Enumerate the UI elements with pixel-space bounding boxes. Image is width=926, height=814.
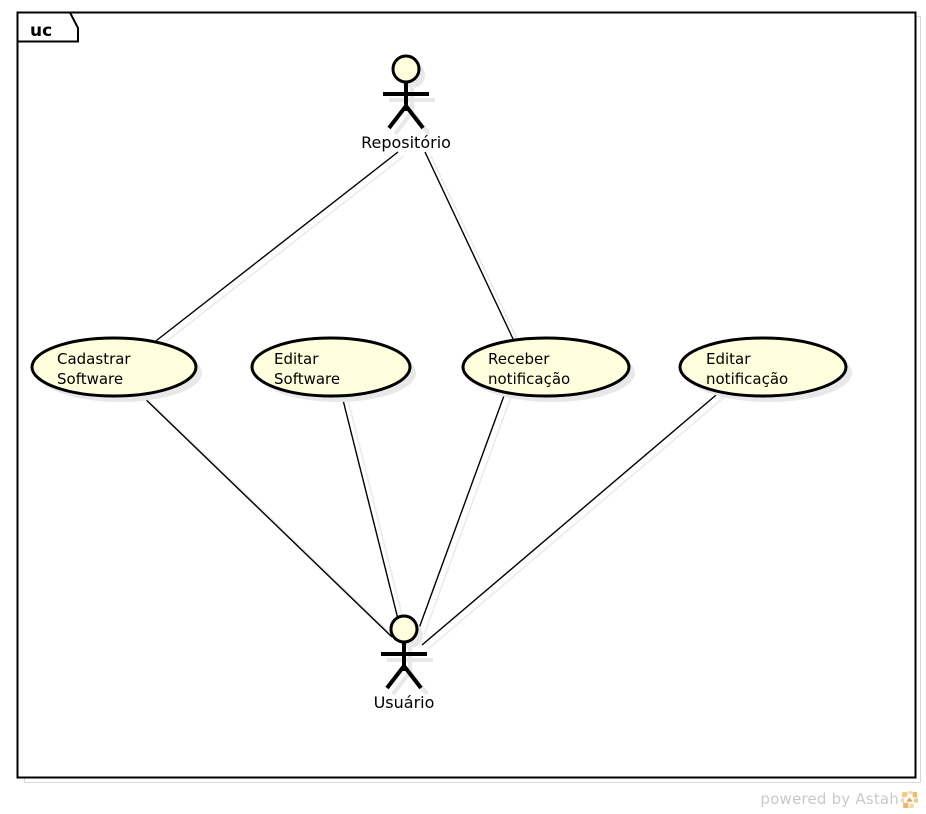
use-case-cadastrar-software[interactable]: Cadastrar Software	[30, 336, 202, 402]
association-shadow-editar-notificacao-usuario	[427, 393, 729, 650]
use-case-receber-notificacao[interactable]: Receber notificação	[461, 336, 635, 402]
diagram-frame: uc	[16, 11, 921, 783]
use-case-label-line1: Receber	[488, 350, 550, 368]
actor-label: Usuário	[374, 693, 435, 712]
actor-leg-right	[402, 664, 423, 690]
use-case-label-line2: Software	[274, 370, 340, 388]
use-case-label-line2: Software	[57, 370, 123, 388]
actor-label: Repositório	[361, 133, 451, 152]
association-editar-notificacao-usuario[interactable]	[421, 389, 723, 646]
associations	[137, 151, 723, 646]
association-repositorio-receber-notificacao[interactable]	[424, 151, 515, 342]
use-case-label-line1: Editar	[274, 350, 319, 368]
use-case-label-line2: notificação	[706, 370, 788, 388]
use-case-editar-software[interactable]: Editar Software	[250, 336, 416, 402]
use-case-editar-notificacao[interactable]: Editar notificação	[678, 336, 852, 402]
actor-usuario[interactable]: Usuário	[374, 614, 435, 712]
frame-label-tab	[16, 11, 79, 43]
association-repositorio-cadastrar-software[interactable]	[151, 151, 399, 345]
actor-leg-left	[387, 104, 408, 130]
use-case-ellipse	[250, 336, 412, 398]
frame-label-text: uc	[30, 21, 52, 41]
actor-figure	[383, 54, 429, 130]
frame-inner-border	[16, 11, 917, 779]
association-shadow-cadastrar-software-usuario	[143, 395, 399, 642]
actor-leg-left	[385, 664, 406, 690]
association-shadow-receber-notificacao-usuario	[423, 396, 512, 636]
use-case-ellipse	[678, 336, 848, 398]
association-cadastrar-software-usuario[interactable]	[137, 391, 393, 638]
actor-leg-right	[404, 104, 425, 130]
astah-watermark-text: powered by Astah	[760, 790, 899, 808]
use-case-ellipse	[461, 336, 631, 398]
association-shadow-repositorio-receber-notificacao	[430, 155, 521, 346]
use-case-label-line2: notificação	[488, 370, 570, 388]
actor-head	[389, 614, 419, 644]
astah-watermark: powered by Astah	[760, 790, 918, 808]
association-editar-software-usuario[interactable]	[341, 395, 401, 628]
actor-head	[391, 54, 421, 84]
use-case-label-line1: Editar	[706, 350, 751, 368]
association-shadows	[143, 155, 729, 650]
astah-logo-icon	[901, 790, 918, 808]
use-case-label-line1: Cadastrar	[57, 350, 131, 368]
actor-repositorio[interactable]: Repositório	[361, 54, 451, 152]
association-shadow-repositorio-cadastrar-software	[157, 155, 405, 349]
use-case-ellipse	[30, 336, 198, 398]
actor-figure	[381, 614, 427, 690]
association-receber-notificacao-usuario[interactable]	[417, 392, 506, 632]
association-shadow-editar-software-usuario	[347, 399, 407, 632]
